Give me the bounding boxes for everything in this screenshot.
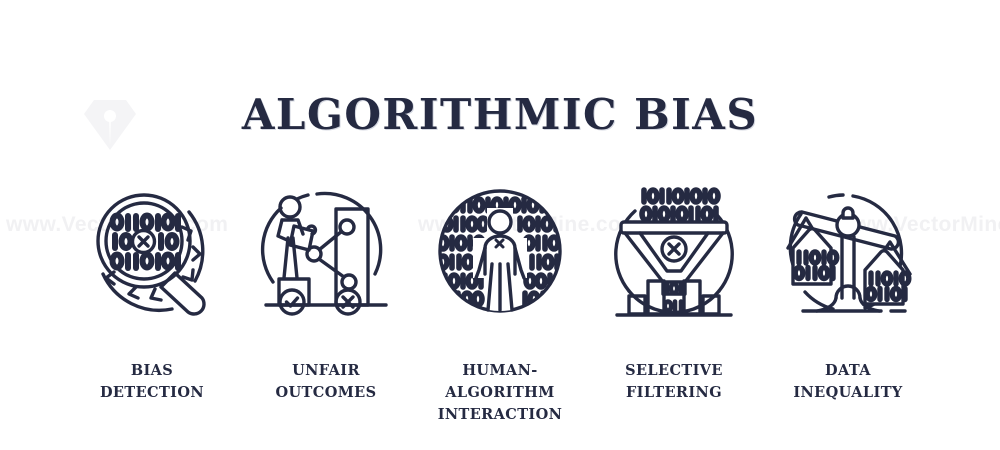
label-line-1: UNFAIR xyxy=(292,362,360,379)
label-line-2: INTERACTION xyxy=(437,405,563,423)
label-line-1: SELECTIVE xyxy=(625,362,723,379)
label-data-inequality: DATA INEQUALITY xyxy=(761,360,935,425)
funnel-filter-bars-icon xyxy=(614,187,734,317)
icon-row xyxy=(0,178,1000,338)
page-title: ALGORITHMIC BIAS xyxy=(241,90,759,139)
item-unfair-outcomes[interactable] xyxy=(239,178,413,328)
person-podium-chart-icon xyxy=(260,191,388,316)
label-bias-detection: BIAS DETECTION xyxy=(65,360,239,425)
label-line-1: DATA xyxy=(825,362,871,379)
label-row: BIAS DETECTION UNFAIR OUTCOMES HUMAN-ALG… xyxy=(0,360,1000,425)
magnifier-binary-cycle-icon xyxy=(96,193,206,316)
item-human-algorithm-interaction[interactable] xyxy=(413,178,587,328)
label-line-2: INEQUALITY xyxy=(793,383,903,401)
label-line-2: DETECTION xyxy=(99,383,205,401)
unbalanced-scales-binary-icon xyxy=(786,193,912,313)
label-line-1: HUMAN-ALGORITHM xyxy=(445,362,555,401)
item-selective-filtering[interactable] xyxy=(587,178,761,328)
label-line-2: FILTERING xyxy=(625,383,722,401)
label-human-algorithm-interaction: HUMAN-ALGORITHM INTERACTION xyxy=(413,360,587,425)
label-line-1: BIAS xyxy=(130,362,174,379)
label-line-2: OUTCOMES xyxy=(275,383,377,401)
label-selective-filtering: SELECTIVE FILTERING xyxy=(587,360,761,425)
gem-logo-watermark xyxy=(84,100,136,150)
item-bias-detection[interactable] xyxy=(65,178,239,328)
label-unfair-outcomes: UNFAIR OUTCOMES xyxy=(239,360,413,425)
human-in-binary-circle-icon xyxy=(438,189,562,313)
item-data-inequality[interactable] xyxy=(761,178,935,328)
